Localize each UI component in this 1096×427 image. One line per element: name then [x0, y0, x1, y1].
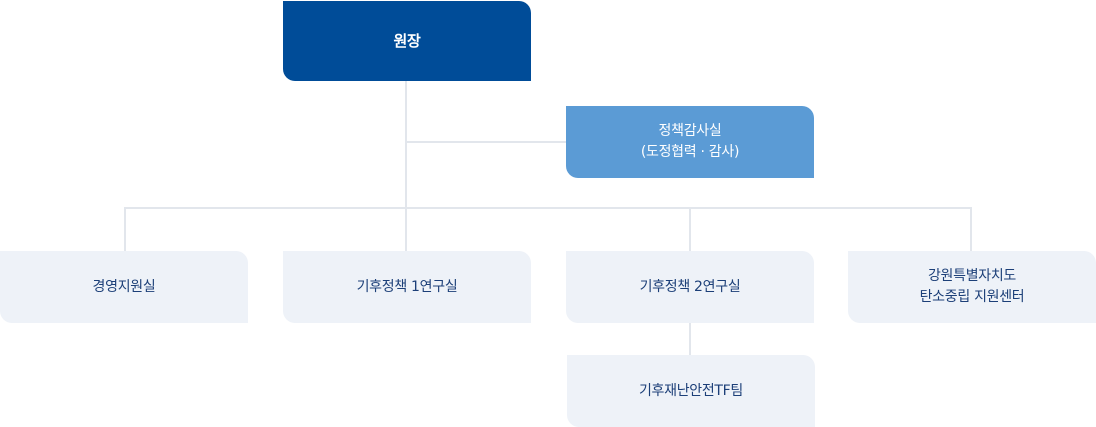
unit-sublabel: 탄소중립 지원센터 [919, 289, 1025, 305]
unit-label: 강원특별자치도 [927, 268, 1017, 284]
connector-horizontal-bus [124, 207, 972, 209]
director-box: 원장 [283, 1, 531, 81]
unit-label: 기후정책 1연구실 [356, 278, 458, 295]
audit-office-label: 정책감사실 [658, 123, 722, 139]
audit-office-sublabel: (도정협력 · 감사) [640, 144, 740, 160]
director-label: 원장 [393, 31, 421, 50]
connector-audit-branch [405, 141, 567, 143]
connector-drop-unit-1 [124, 207, 126, 251]
unit-label: 경영지원실 [92, 278, 156, 295]
unit-box-climate-policy-2: 기후정책 2연구실 [566, 251, 814, 323]
unit-box-management-support: 경영지원실 [0, 251, 248, 323]
connector-drop-unit-3 [689, 207, 691, 251]
audit-office-box: 정책감사실 (도정협력 · 감사) [566, 106, 814, 178]
connector-drop-unit-4 [970, 207, 972, 251]
connector-director-trunk [405, 81, 407, 251]
unit-box-carbon-neutral-center: 강원특별자치도 탄소중립 지원센터 [848, 251, 1096, 323]
connector-sub-unit [689, 323, 691, 356]
sub-unit-label: 기후재난안전TF팀 [638, 382, 744, 399]
unit-label: 기후정책 2연구실 [639, 278, 741, 295]
unit-box-climate-policy-1: 기후정책 1연구실 [283, 251, 531, 323]
sub-unit-box-disaster-safety-tf: 기후재난안전TF팀 [567, 355, 815, 427]
